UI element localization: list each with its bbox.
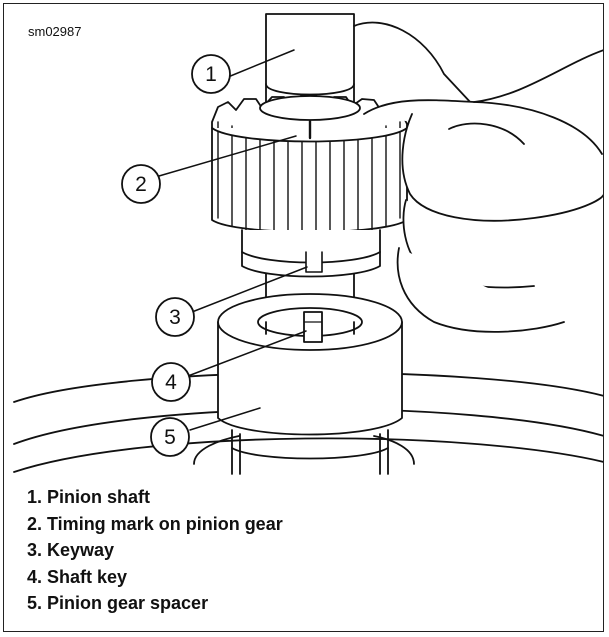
keyway-notch [305, 251, 323, 273]
callout-leaders [158, 49, 308, 431]
lower-bearing [231, 429, 389, 475]
callout-number-2: 2 [135, 173, 147, 196]
legend-item-pinion-gear-spacer: 5. Pinion gear spacer [27, 593, 209, 613]
callout-circle-1 [191, 54, 231, 94]
callout-circle-5 [150, 417, 190, 457]
callout-number-4: 4 [165, 371, 177, 394]
callout-circle-3 [155, 297, 195, 337]
shaft-key [303, 311, 323, 343]
callout-circle-4 [151, 362, 191, 402]
callout-number-1: 1 [205, 63, 217, 86]
pinion-gear [211, 94, 408, 237]
legend-list: 1. Pinion shaft 2. Timing mark on pinion… [27, 484, 283, 617]
figure-frame: 1 2 3 4 5 sm02987 1. Pinion shaft 2. Tim… [3, 3, 604, 632]
pinion-assembly-illustration: 1 2 3 4 5 [13, 13, 603, 475]
pinion-shaft [265, 13, 355, 105]
legend-item-keyway: 3. Keyway [27, 540, 115, 560]
callout-circles [121, 54, 231, 457]
legend-item-pinion-shaft: 1. Pinion shaft [27, 487, 151, 507]
callout-circle-2 [121, 164, 161, 204]
callout-number-5: 5 [164, 426, 176, 449]
figure-code: sm02987 [28, 24, 82, 39]
callout-number-3: 3 [169, 306, 181, 329]
legend-item-timing-mark: 2. Timing mark on pinion gear [27, 513, 283, 534]
gear-hub [241, 229, 381, 278]
legend-item-shaft-key: 4. Shaft key [27, 566, 128, 587]
technician-hand [353, 21, 603, 333]
